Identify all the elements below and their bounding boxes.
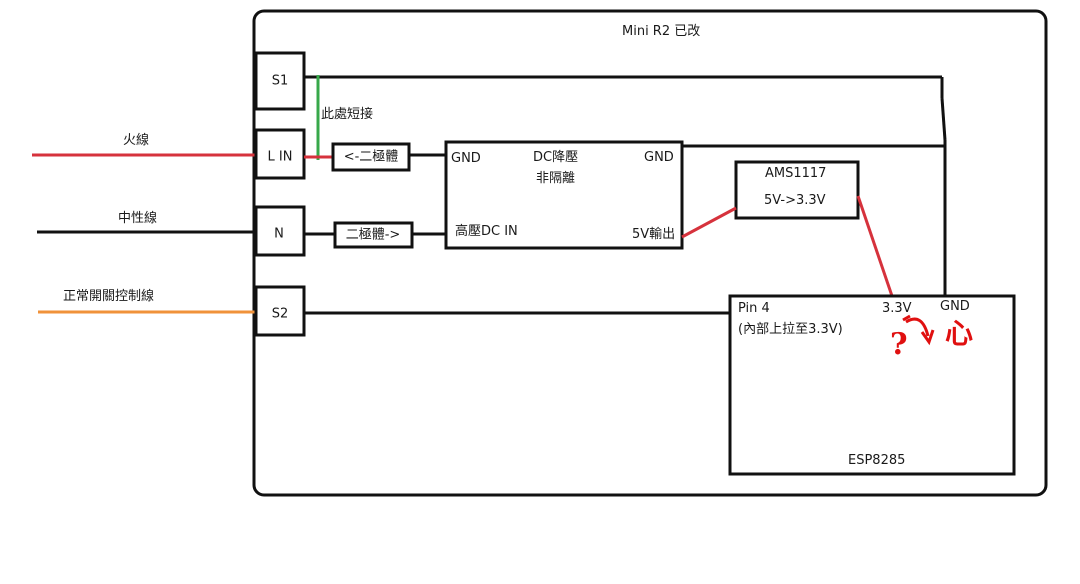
terminal-n-label: N: [274, 226, 284, 242]
short-note: 此處短接: [321, 107, 374, 122]
enclosure-border: [252, 9, 1048, 497]
3v3-wire: [856, 195, 894, 297]
mcu-box: [728, 294, 1016, 476]
dc-5v-out: 5V輸出: [632, 227, 676, 242]
diode-top-box: [331, 142, 411, 172]
dc-gnd-left: GND: [451, 151, 481, 166]
terminal-s1-box: [254, 51, 306, 111]
diode-bottom-label: 二極體->: [345, 227, 401, 243]
s1-wire-diagonal: [940, 97, 947, 141]
diode-top-label: <-二極體: [343, 149, 399, 165]
dc-title-line1: DC降壓: [533, 150, 579, 165]
mcu-3v3-label: 3.3V: [882, 301, 912, 316]
dc-title-line2: 非隔離: [536, 171, 576, 186]
terminal-s2-label: S2: [271, 306, 289, 322]
terminal-n-box: [254, 205, 306, 257]
regulator-box: [734, 160, 860, 220]
regulator-name: AMS1117: [765, 166, 827, 181]
regulator-spec: 5V->3.3V: [764, 193, 826, 208]
terminal-s1-label: S1: [271, 73, 289, 89]
5v-wire: [681, 206, 737, 239]
mcu-pin-label: Pin 4: [738, 301, 770, 316]
dc-converter-box: [444, 140, 684, 250]
terminal-lin-box: [254, 128, 306, 180]
terminal-lin-label: L IN: [267, 149, 293, 165]
dc-gnd-right: GND: [644, 150, 674, 165]
diagram-title: Mini R2 已改: [622, 24, 701, 39]
neutral-wire-label: 中性線: [118, 211, 158, 226]
mcu-gnd-label: GND: [940, 299, 970, 314]
annotation-question-mark: ?: [890, 327, 908, 362]
annotation-scribble: 心: [945, 317, 974, 350]
annotation-arrow: [905, 317, 930, 337]
terminal-s2-box: [254, 285, 306, 337]
mcu-pin-note: (內部上拉至3.3V): [738, 322, 843, 337]
annotation-arrowhead: [920, 329, 935, 346]
dc-hv-in: 高壓DC IN: [455, 224, 518, 239]
annotation-tick: [902, 314, 911, 322]
control-wire-label: 正常開關控制線: [63, 289, 155, 304]
mcu-name: ESP8285: [848, 453, 906, 468]
live-wire-label: 火線: [123, 133, 150, 148]
